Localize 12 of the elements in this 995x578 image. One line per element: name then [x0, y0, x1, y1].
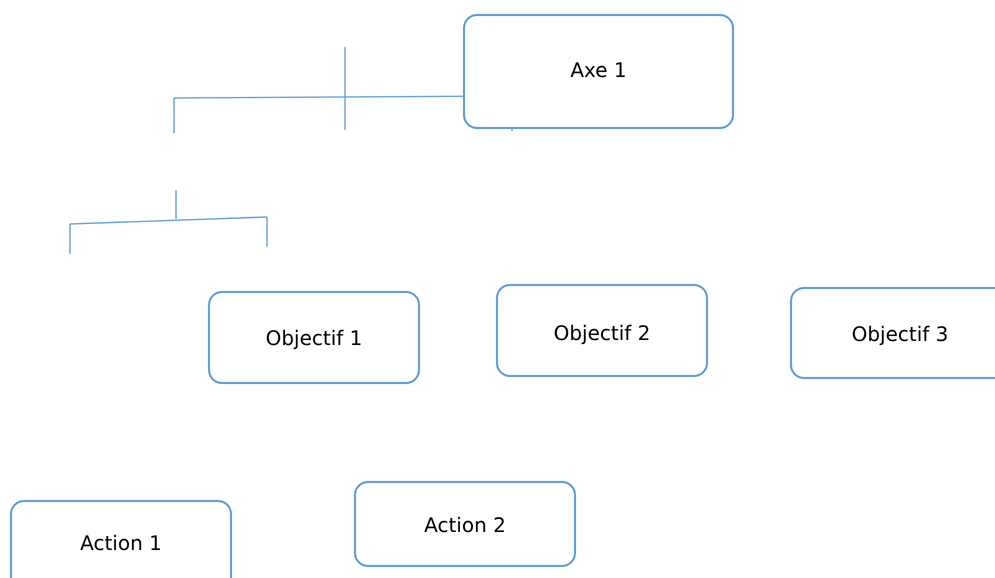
box-label: Action 2	[423, 513, 507, 537]
rounded-box	[10, 500, 232, 578]
rounded-box	[354, 481, 576, 567]
rounded-box	[790, 287, 995, 379]
box-label: Axe 1	[569, 58, 628, 82]
box-label: Action 1	[79, 531, 163, 555]
box-label: Objectif 1	[264, 326, 364, 350]
box-label: Objectif 2	[552, 321, 652, 345]
rounded-box	[463, 14, 734, 129]
rounded-box	[496, 284, 708, 377]
box-label: Objectif 3	[850, 322, 950, 346]
rounded-box	[208, 291, 420, 384]
